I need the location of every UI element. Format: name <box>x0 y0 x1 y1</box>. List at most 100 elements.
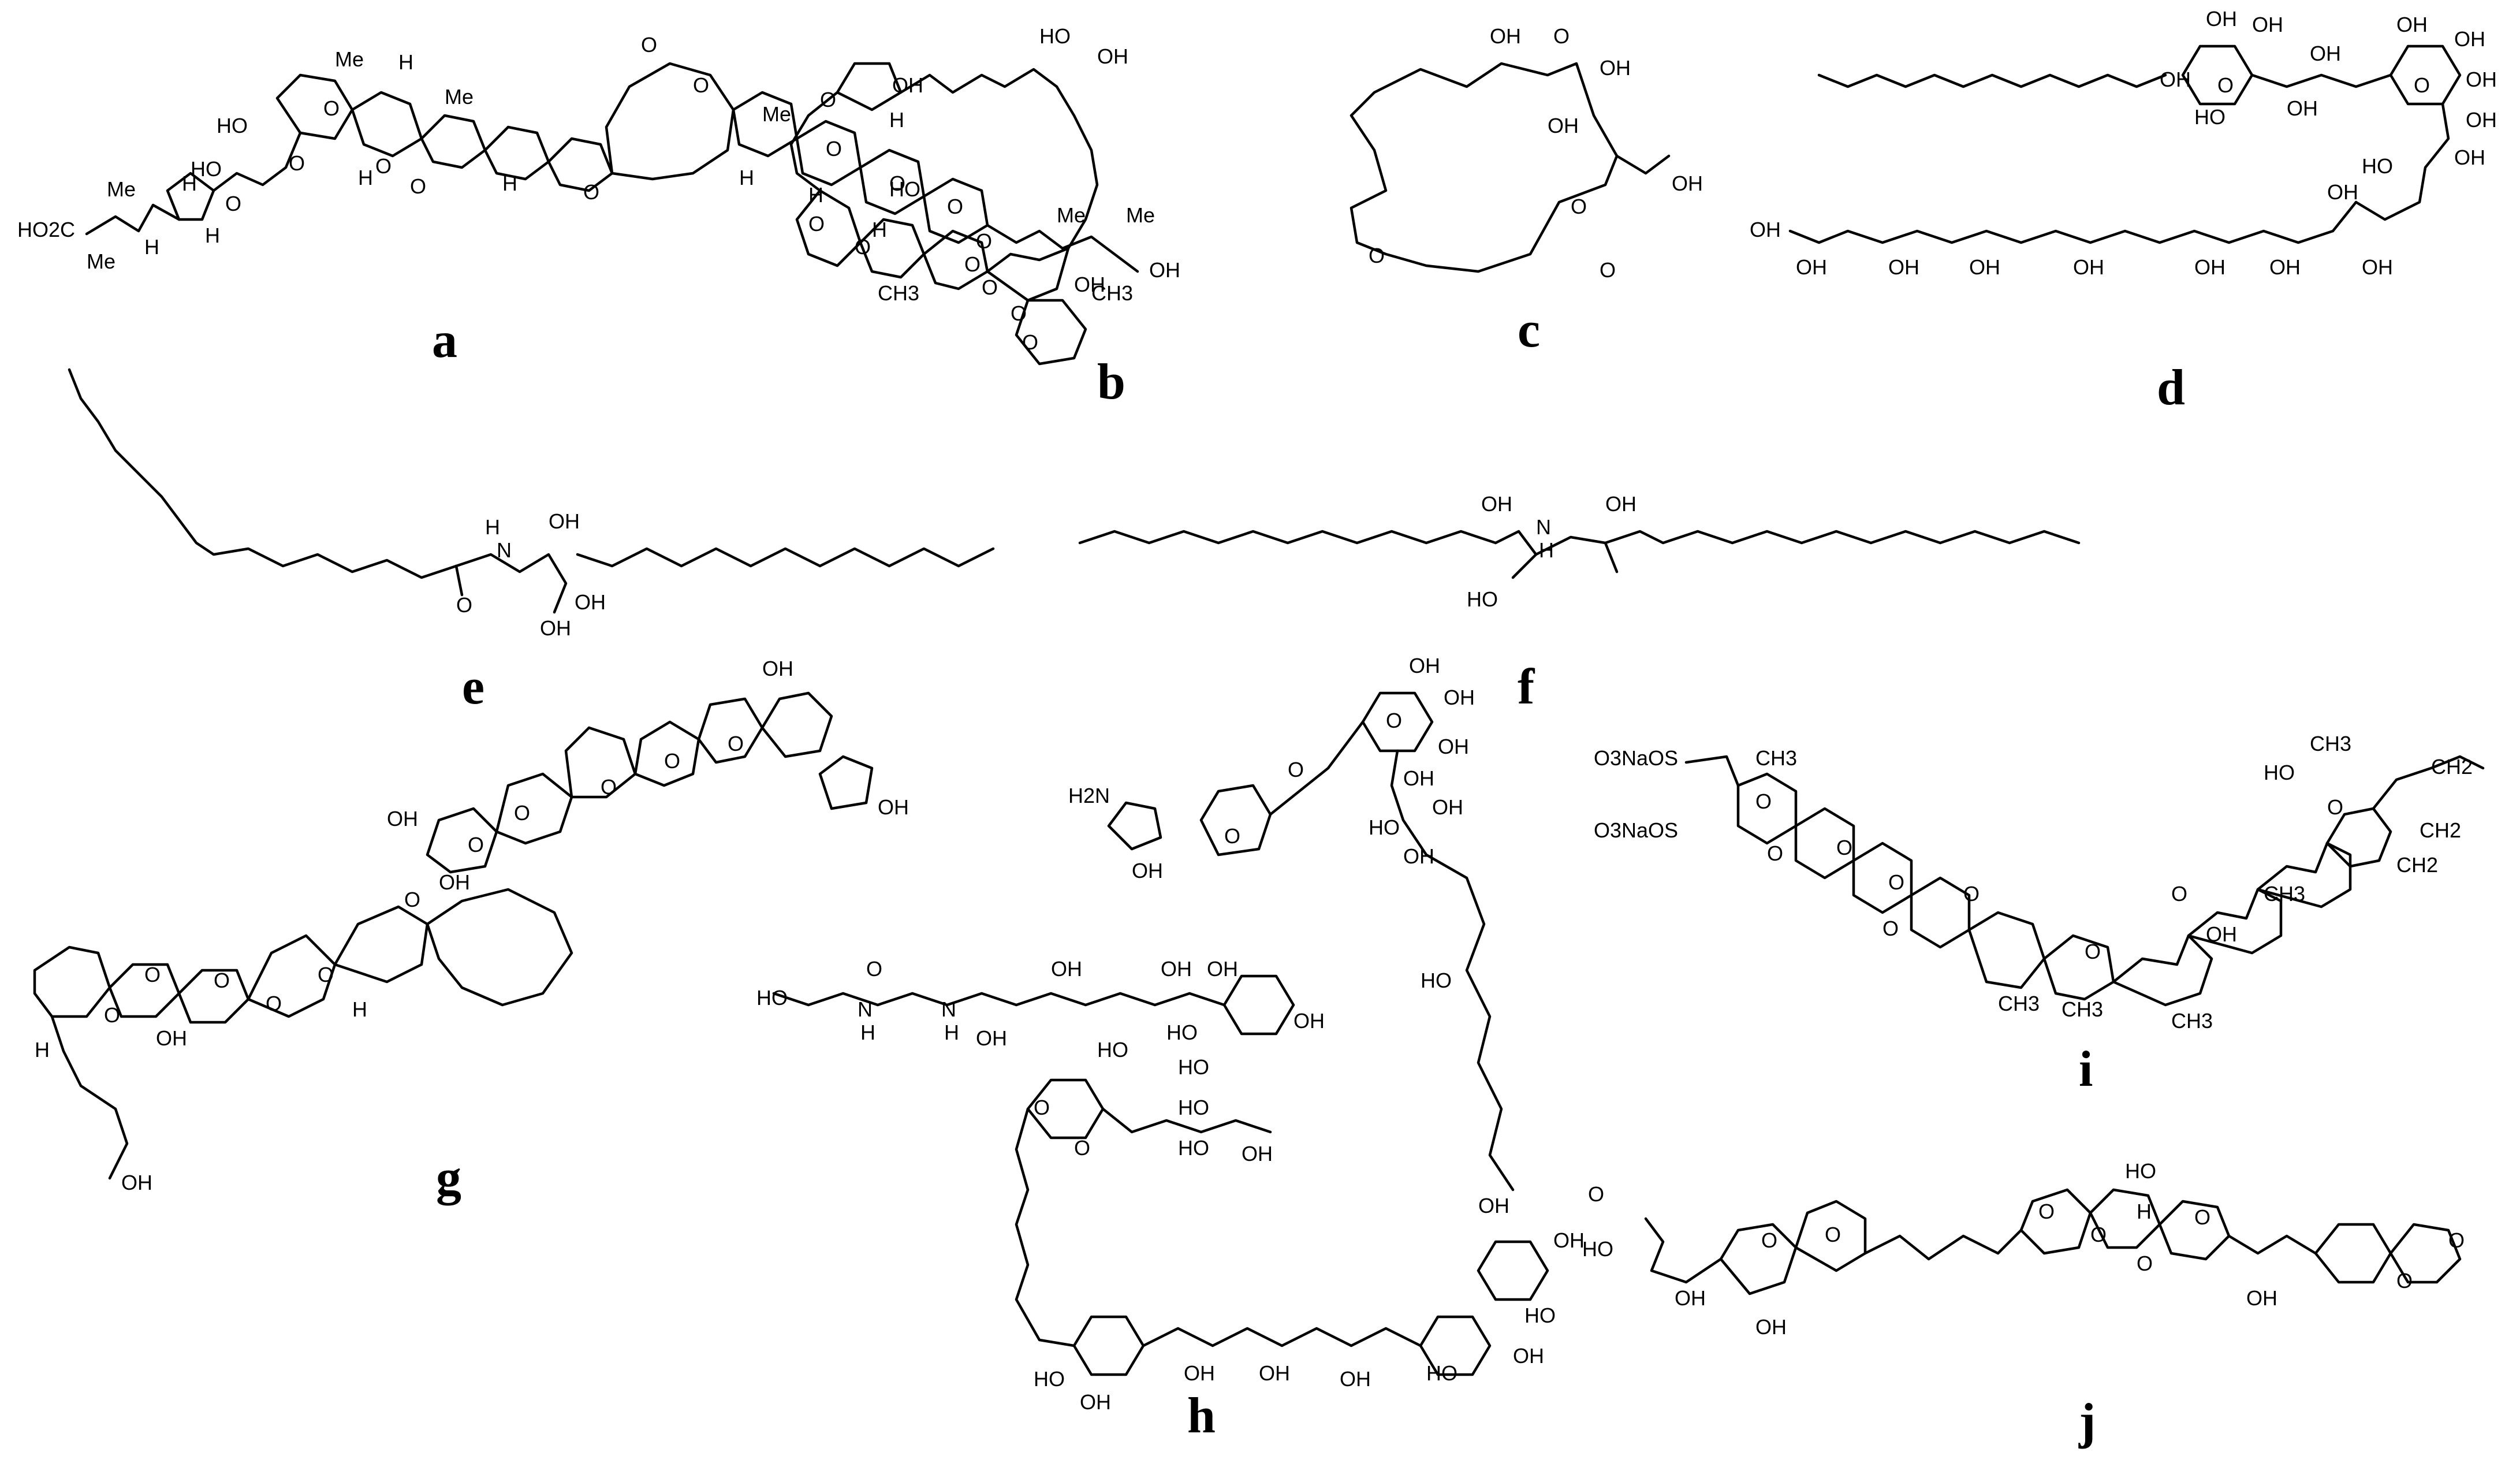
ring-g-spiro <box>818 755 874 810</box>
label-d-7: OH <box>2310 42 2341 65</box>
chain-a-mid <box>212 131 302 192</box>
chain-h-left-down <box>1015 1107 1076 1347</box>
label-d-22: OH <box>2327 180 2358 204</box>
label-g-13: O <box>601 775 617 799</box>
structure-i: O3NaOS CH3 O3NaOS O O O O O O CH3 CH3 O … <box>1594 732 2485 1097</box>
structure-g: O O O O H O OH OH O OH O O O O O OH H OH… <box>33 657 909 1206</box>
chain-e-oleoyl <box>68 368 458 579</box>
label-i-1: O3NaOS <box>1594 746 1678 770</box>
ring-a-2 <box>351 91 423 158</box>
label-f-4: OH <box>1605 492 1636 516</box>
ring-h-pyran-mid <box>1222 974 1295 1036</box>
label-g-19: OH <box>121 1171 152 1194</box>
label-h-18: N <box>941 997 956 1021</box>
label-c-5: O <box>1571 195 1587 218</box>
chain-h-right <box>1390 749 1515 1192</box>
panel-label-b: b <box>1097 354 1125 410</box>
label-i-2: CH3 <box>1755 746 1797 770</box>
label-d-17: OH <box>1888 255 1919 279</box>
ring-a-thf <box>166 172 215 221</box>
label-g-16: OH <box>762 657 793 680</box>
label-h-24: OH <box>1207 957 1238 981</box>
label-c-3: OH <box>1600 56 1631 80</box>
label-b-2: HO <box>1039 24 1071 48</box>
label-i-14: O <box>2171 882 2187 906</box>
label-g-3: O <box>266 992 282 1015</box>
chain-e-tail <box>576 547 995 568</box>
label-j-2: HO <box>1582 1237 1613 1261</box>
bond-e-carbonyl <box>454 564 464 597</box>
label-d-8: OH <box>2396 13 2428 36</box>
label-a-20: O <box>826 137 842 161</box>
label-h-39: OH <box>1478 1194 1509 1217</box>
label-c-6: OH <box>1672 172 1703 195</box>
label-d-2: OH <box>2252 13 2283 36</box>
label-i-15: HO <box>2264 761 2295 784</box>
label-g-17: H <box>352 997 367 1021</box>
label-i-11: CH3 <box>2062 997 2103 1021</box>
label-d-14: HO <box>2362 154 2393 178</box>
panel-label-a: a <box>432 312 457 368</box>
ring-i-6 <box>2042 934 2115 1001</box>
label-a-25: H <box>739 166 754 189</box>
label-d-19: OH <box>2073 255 2104 279</box>
label-a-16: H <box>502 172 517 195</box>
label-g-1: O <box>144 963 161 986</box>
label-h-22: HO <box>1097 1038 1128 1062</box>
ring-b-4 <box>1015 299 1087 366</box>
label-j-5: O <box>1825 1223 1841 1246</box>
label-e-5: OH <box>575 590 606 614</box>
chain-c-oh <box>1615 154 1671 175</box>
label-j-1: O <box>1588 1182 1604 1206</box>
ring-i-10 <box>2325 807 2392 868</box>
label-i-17: CH2 <box>2431 755 2473 779</box>
ring-j-7 <box>2389 1223 2462 1284</box>
label-e-6: OH <box>540 616 571 640</box>
label-i-13: CH3 <box>2171 1009 2213 1033</box>
panel-label-g: g <box>436 1150 461 1206</box>
ring-g-oxepin <box>333 905 429 984</box>
label-g-9: O <box>404 888 420 911</box>
ring-i-9 <box>2256 842 2352 909</box>
label-h-32: OH <box>1242 1142 1273 1166</box>
label-d-13: OH <box>2454 146 2485 169</box>
structure-h: H2N OH O O OH OH OH OH OH HO OH O HO HO … <box>756 654 1585 1444</box>
label-g-12: O <box>514 801 530 825</box>
label-j-4: O <box>1761 1228 1777 1252</box>
label-g-14: O <box>664 749 680 773</box>
label-g-18: OH <box>878 795 909 819</box>
chain-i-sulfate <box>1684 755 1740 787</box>
ring-j-2 <box>1794 1200 1867 1272</box>
structure-c: OH O OH OH O OH O O c <box>1350 24 1703 358</box>
label-a-30: Me <box>1126 203 1155 227</box>
label-h-26: OH <box>1293 1009 1325 1033</box>
chain-h-amide <box>772 992 1226 1007</box>
label-i-5: O <box>1767 842 1783 865</box>
ring-i-8 <box>2187 888 2283 955</box>
label-a-29: Me <box>1057 203 1086 227</box>
label-i-18: CH2 <box>2420 818 2461 842</box>
label-d-21: OH <box>2269 255 2301 279</box>
chain-b-left <box>789 91 839 192</box>
chain-d-mid <box>2250 73 2392 88</box>
label-e-1: H <box>485 515 500 539</box>
label-e-4: O <box>456 593 472 617</box>
label-e-2: N <box>497 538 512 562</box>
chain-a-left <box>85 203 181 236</box>
ring-g-10 <box>761 691 833 758</box>
label-d-12: O <box>2414 73 2430 97</box>
label-d-1: OH <box>2206 7 2237 31</box>
ring-c-macrocycle <box>1350 62 1619 273</box>
label-a-12: H <box>358 166 373 189</box>
label-b-8: O <box>982 275 998 299</box>
chain-j-right <box>2227 1234 2317 1255</box>
ring-b-thf <box>836 62 903 111</box>
chain-f-amide <box>1534 535 1619 574</box>
label-h-40: HO <box>1524 1304 1556 1327</box>
label-a-7: HO <box>217 114 248 137</box>
label-f-1: OH <box>1481 492 1512 516</box>
label-h-3: O <box>1224 824 1240 848</box>
ring-i-5 <box>1967 911 2046 989</box>
label-i-7: O <box>1888 870 1904 894</box>
label-a-21: O <box>641 33 657 57</box>
